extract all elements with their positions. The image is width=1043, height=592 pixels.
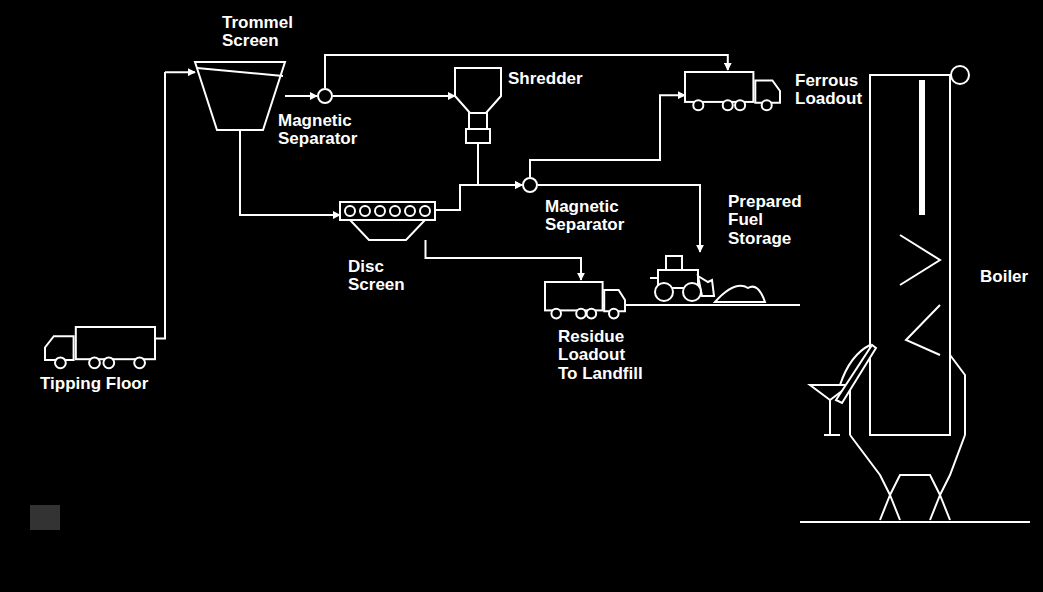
flow-arrow xyxy=(426,240,582,280)
flow-arrow xyxy=(333,95,455,97)
flow-arrow xyxy=(478,143,522,185)
flow-arrow xyxy=(435,185,522,210)
node-label: Disc Screen xyxy=(348,258,418,295)
flow-arrow xyxy=(538,185,700,252)
ground-line xyxy=(600,304,800,306)
trommel-screen: Trommel Screen xyxy=(195,62,285,130)
node-label: Boiler xyxy=(980,268,1038,286)
truck-icon-outline xyxy=(685,70,780,112)
truck-icon-outline xyxy=(545,280,625,320)
node-label: Tipping Floor xyxy=(40,375,180,393)
loader-and-pile-outline xyxy=(640,252,765,302)
boiler-drawing: Boiler xyxy=(810,55,975,522)
magnet-pulley-outline xyxy=(522,177,538,193)
magnet-pulley: Magnetic Separator xyxy=(317,88,333,104)
node-label: Trommel Screen xyxy=(222,14,307,51)
flow-arrow xyxy=(530,95,685,177)
node-label: Prepared Fuel Storage xyxy=(728,193,818,248)
ground-line xyxy=(800,521,1030,523)
node-label: Magnetic Separator xyxy=(278,112,378,149)
disc-screen-outline xyxy=(340,200,435,240)
disc-screen: Disc Screen xyxy=(340,200,435,240)
flow-arrow xyxy=(155,72,195,339)
flow-arrow xyxy=(285,95,317,97)
flow-arrow xyxy=(325,55,728,88)
boiler-drawing-outline xyxy=(810,55,975,522)
truck-icon-outline xyxy=(45,325,155,370)
node-label: Shredder xyxy=(508,70,598,88)
shredder: Shredder xyxy=(455,68,501,143)
trommel-screen-outline xyxy=(195,62,285,130)
smudge xyxy=(30,505,60,530)
truck-icon: Tipping Floor xyxy=(45,325,155,370)
node-label: Residue Loadout To Landfill xyxy=(558,328,643,383)
truck-icon: Residue Loadout To Landfill xyxy=(545,280,625,320)
node-label: Magnetic Separator xyxy=(545,198,650,235)
shredder-outline xyxy=(455,68,501,143)
truck-icon: Ferrous Loadout xyxy=(685,70,780,112)
magnet-pulley-outline xyxy=(317,88,333,104)
loader-and-pile: Prepared Fuel Storage xyxy=(640,252,765,302)
magnet-pulley: Magnetic Separator xyxy=(522,177,538,193)
